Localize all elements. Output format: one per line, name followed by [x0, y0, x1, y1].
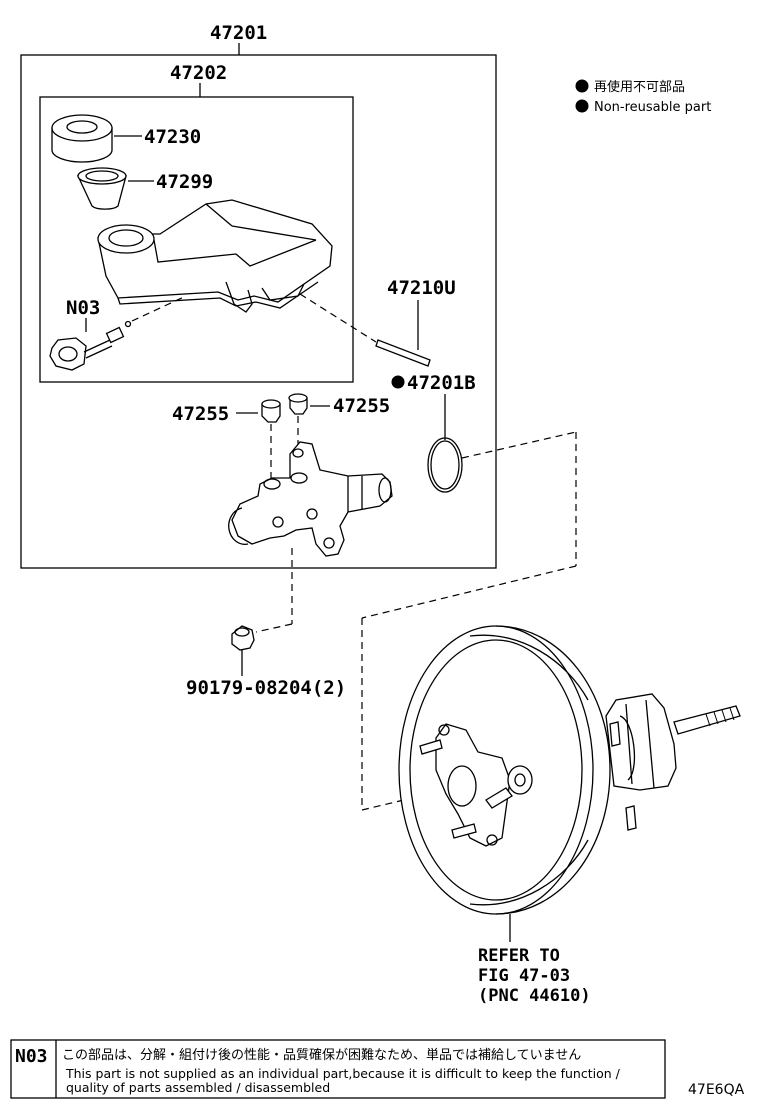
booster-reference-line2: FIG 47-03 — [478, 966, 570, 986]
leader-N03-dashed — [131, 295, 187, 322]
diagram-id: 47E6QA — [688, 1082, 745, 1098]
legend-jp: 再使用不可部品 — [594, 79, 685, 95]
level-sensor-connector — [49, 320, 132, 371]
reservoir-47202-frame — [39, 96, 354, 383]
brake-booster-assembly — [398, 625, 741, 915]
part-number-47210U[interactable]: 47210U — [387, 277, 456, 299]
pin-dashed-line — [299, 293, 377, 343]
note-en-line2: quality of parts assembled / disassemble… — [66, 1080, 330, 1095]
reservoir-cap-47230 — [51, 114, 113, 163]
part-number-47201B[interactable]: 47201B — [407, 372, 476, 394]
grommet-47255-right — [288, 393, 308, 415]
non-reusable-marker-47201B — [391, 375, 405, 389]
oring-to-booster-dashed-top — [461, 431, 577, 459]
booster-reference-line3: (PNC 44610) — [478, 986, 591, 1006]
strainer-47299 — [76, 167, 127, 210]
nut-dashed-horizontal — [255, 623, 293, 633]
note-code: N03 — [15, 1046, 48, 1067]
retaining-pin-47210U — [375, 339, 431, 367]
part-number-47230[interactable]: 47230 — [144, 126, 201, 148]
part-number-47255-right[interactable]: 47255 — [333, 395, 390, 417]
part-number-90179-08204[interactable]: 90179-08204(2) — [186, 677, 346, 699]
assembly-47201-frame — [20, 54, 497, 569]
part-number-N03[interactable]: N03 — [66, 297, 100, 319]
note-en-line1: This part is not supplied as an individu… — [65, 1066, 621, 1081]
master-cylinder-body — [228, 441, 393, 557]
part-number-47255-left[interactable]: 47255 — [172, 403, 229, 425]
part-number-47202[interactable]: 47202 — [170, 62, 227, 84]
booster-dashed-diagonal — [361, 565, 577, 619]
o-ring-47201B — [427, 437, 463, 493]
part-number-47299[interactable]: 47299 — [156, 171, 213, 193]
note-box — [10, 1039, 666, 1099]
flange-nut-90179-08204 — [231, 625, 255, 651]
legend-en: Non-reusable part — [594, 100, 711, 115]
reservoir-body — [97, 199, 333, 313]
booster-reference-line1: REFER TO — [478, 946, 560, 966]
part-number-47201[interactable]: 47201 — [210, 22, 267, 44]
legend-non-reusable-bullet-1 — [575, 79, 589, 93]
note-jp: この部品は、分解・組付け後の性能・品質確保が困難なため、単品では補給していません — [62, 1047, 581, 1063]
legend-non-reusable-bullet-2 — [575, 99, 589, 113]
grommet-47255-left — [261, 399, 281, 423]
